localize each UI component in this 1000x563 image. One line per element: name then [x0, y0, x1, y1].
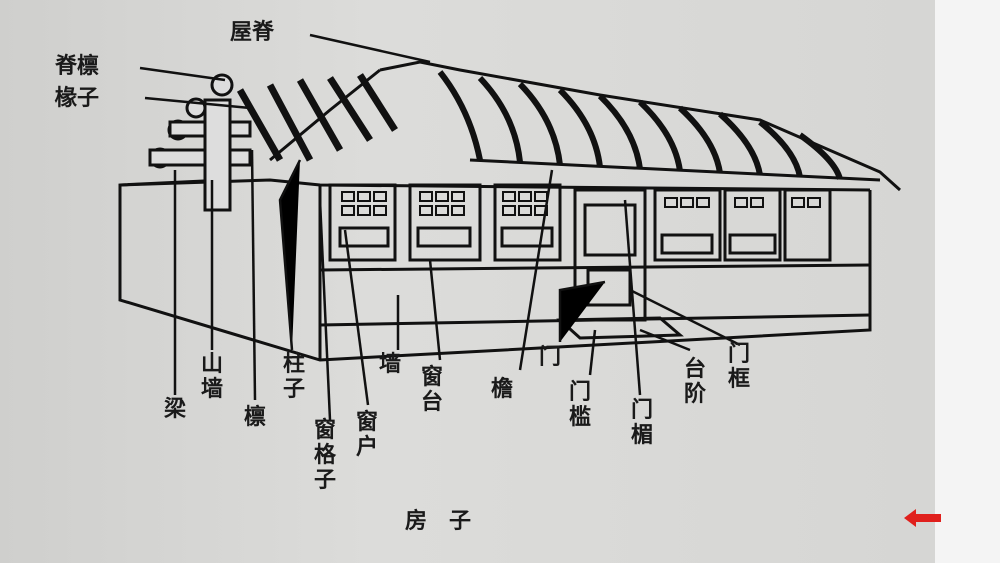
gable-wall-edge [118, 178, 226, 300]
label-window: 窗户 [355, 410, 378, 460]
windows [328, 183, 832, 262]
label-window-lattice: 窗格子 [313, 418, 336, 493]
steps [556, 316, 684, 340]
roof-tiles [437, 70, 843, 180]
label-rafter: 椽子 [55, 86, 100, 111]
label-ridge: 屋脊 [230, 20, 275, 45]
diagram-caption: 房子 [405, 509, 494, 534]
rafters [236, 73, 398, 162]
label-pillar: 柱子 [282, 352, 305, 402]
label-wall: 墙 [378, 352, 401, 377]
roof-ridge-line [379, 60, 902, 192]
purlins-and-beams [148, 73, 252, 169]
windowsill-line [319, 263, 871, 272]
label-steps: 台阶 [683, 357, 706, 407]
label-purlin: 檩 [243, 405, 266, 430]
window-lattice-panes [341, 191, 821, 216]
eave-line [469, 158, 881, 182]
label-door: 门 [538, 345, 561, 370]
gable-post [203, 98, 232, 212]
label-lintel: 门楣 [630, 398, 653, 448]
label-ridge-purlin: 脊檩 [55, 54, 100, 79]
label-eave: 檐 [490, 377, 513, 402]
label-gable-wall: 山墙 [200, 352, 223, 402]
back-arrow-icon[interactable] [904, 508, 942, 528]
label-beam: 梁 [163, 397, 186, 422]
label-windowsill: 窗台 [420, 365, 443, 415]
door-upper-panel [583, 203, 637, 257]
leader-lines [139, 33, 741, 421]
label-threshold: 门槛 [568, 380, 591, 430]
slide-edge [935, 0, 1000, 563]
label-door-frame: 门框 [727, 342, 750, 392]
dictionary-page-background [0, 0, 935, 563]
